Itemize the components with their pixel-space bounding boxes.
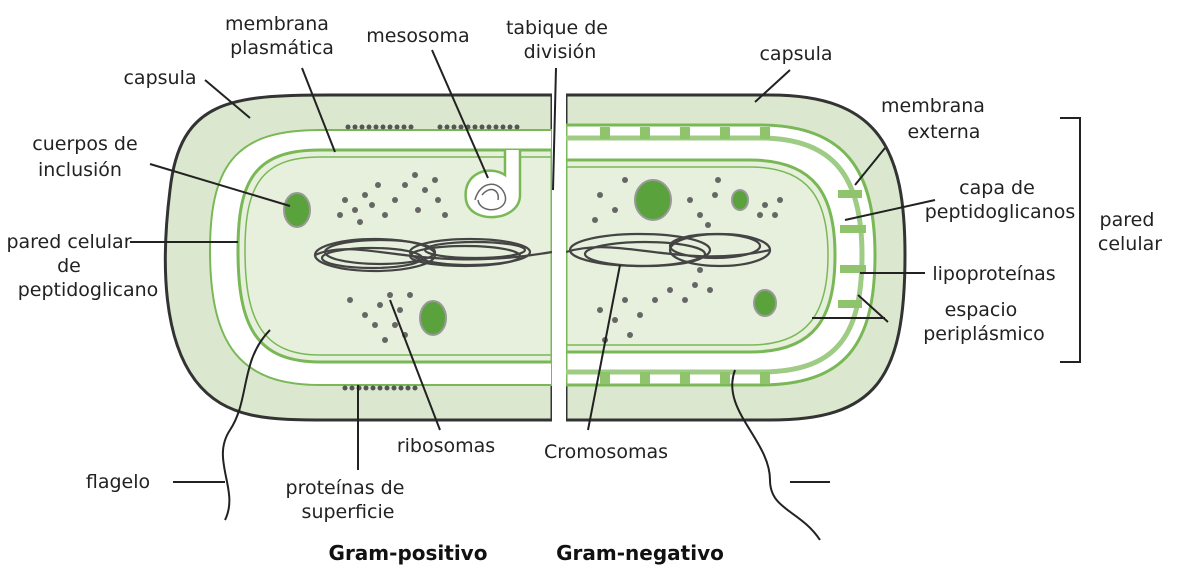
label-capa-peptidoglicanos: capa de peptidoglicanos	[925, 177, 1076, 223]
label-capsula-right: capsula	[759, 43, 832, 65]
label-cuerpos-inclusion: cuerpos de inclusión	[32, 133, 143, 181]
title-gram-negativo: Gram-negativo	[556, 541, 724, 565]
label-proteinas-superficie: proteínas de superficie	[286, 477, 411, 523]
label-pared-celular-peptidoglicano: pared celular de peptidoglicano	[6, 231, 158, 301]
label-tabique: tabique de división	[506, 17, 614, 63]
label-espacio-periplasmico: espacio periplásmico	[923, 299, 1045, 345]
label-cromosomas: Cromosomas	[544, 441, 668, 463]
label-membrana-plasmatica: membrana plasmática	[225, 13, 335, 59]
label-ribosomas: ribosomas	[397, 435, 495, 457]
label-membrana-externa: membrana externa	[881, 95, 991, 143]
label-mesosoma: mesosoma	[366, 25, 469, 47]
label-flagelo-left: flagelo	[86, 471, 150, 493]
cell-body	[165, 90, 905, 540]
label-pared-celular-bracket: pared celular	[1098, 209, 1162, 255]
title-gram-positivo: Gram-positivo	[329, 541, 488, 565]
label-capsula-left: capsula	[123, 67, 196, 89]
label-lipoproteinas: lipoproteínas	[932, 263, 1055, 285]
pared-celular-bracket	[1060, 118, 1080, 362]
